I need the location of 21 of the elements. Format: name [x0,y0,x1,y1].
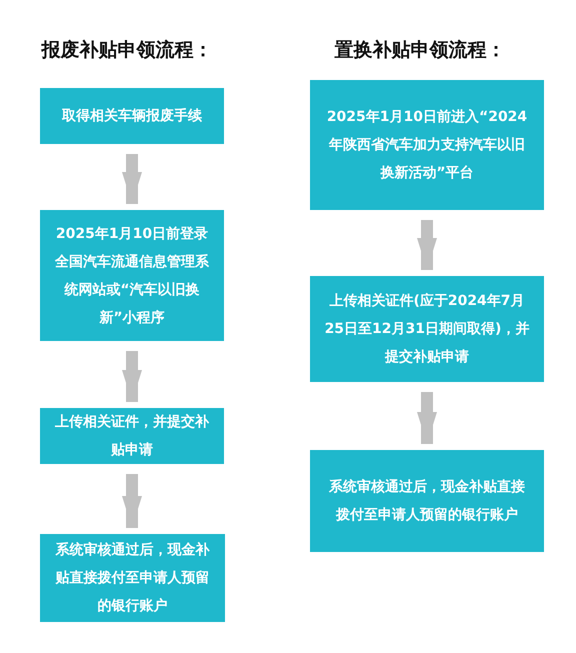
down-arrow [417,220,437,270]
process-box [40,88,224,144]
process-box [40,408,224,464]
step-text: 上传相关证件，并提交补贴申请 [54,412,210,460]
down-arrow [122,474,142,528]
down-arrow [417,392,437,444]
process-box [40,210,224,341]
process-box [310,276,544,382]
step-text: 取得相关车辆报废手续 [62,106,202,126]
step-text: 系统审核通过后，现金补贴直接拨付至申请人预留的银行账户 [328,478,526,525]
down-arrow [122,351,142,402]
process-box [40,534,225,622]
step-text: 系统审核通过后，现金补贴直接拨付至申请人预留的银行账户 [54,540,210,616]
process-box [310,80,544,210]
step-text: 上传相关证件(应于2024年7月25日至12月31日期间取得)，并提交补贴申请 [324,292,530,367]
column-heading: 置换补贴申领流程： [334,38,506,63]
column-heading: 报废补贴申领流程： [42,38,212,63]
down-arrow [122,154,142,204]
step-text: 2025年1月10日前登录全国汽车流通信息管理系统网站或“汽车以旧换新”小程序 [54,224,210,328]
step-text: 2025年1月10日前进入“2024年陕西省汽车加力支持汽车以旧换新活动”平台 [326,108,528,183]
process-box [310,450,544,552]
